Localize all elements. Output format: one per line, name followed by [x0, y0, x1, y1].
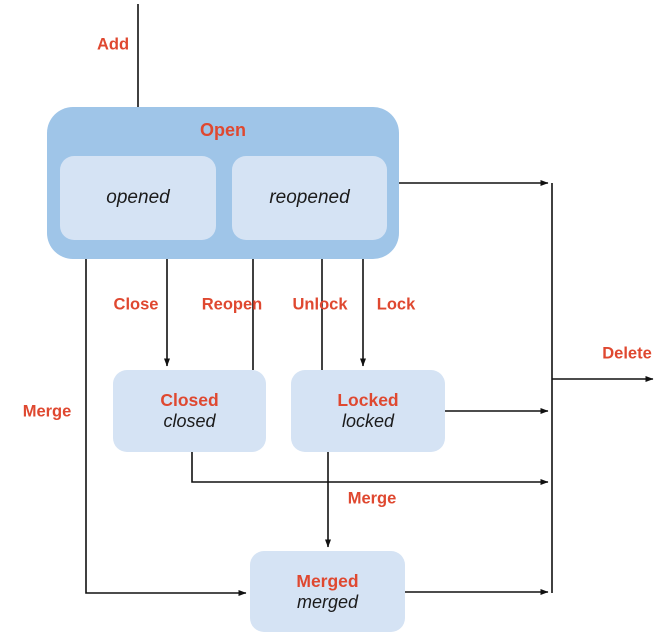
transition-unlock-label: Unlock: [292, 295, 348, 314]
transition-delete-label: Delete: [602, 344, 652, 363]
transition-merge-left-label: Merge: [22, 402, 72, 421]
transition-merge-bottom-label: Merge: [347, 489, 397, 508]
state-reopened: reopened: [232, 156, 387, 240]
state-opened-label: opened: [106, 187, 170, 209]
edge-closed-to-rail: [191, 452, 549, 485]
transition-close-label: Close: [113, 295, 159, 314]
state-locked: Locked locked: [291, 370, 445, 452]
state-merged-label: merged: [296, 591, 359, 612]
state-locked-title: Locked: [337, 390, 399, 411]
state-closed-label: closed: [163, 411, 216, 432]
state-opened: opened: [60, 156, 216, 240]
state-closed-title: Closed: [160, 390, 219, 411]
state-locked-label: locked: [341, 411, 395, 432]
open-group-label: Open: [199, 120, 246, 140]
transition-add-label: Add: [96, 35, 130, 54]
state-closed: Closed closed: [113, 370, 266, 452]
edge-merge-left: [85, 259, 247, 596]
state-merged-title: Merged: [296, 570, 359, 591]
state-reopened-label: reopened: [269, 187, 350, 209]
state-merged: Merged merged: [250, 551, 405, 632]
transition-reopen-label: Reopen: [201, 295, 263, 314]
transition-lock-label: Lock: [376, 295, 416, 314]
